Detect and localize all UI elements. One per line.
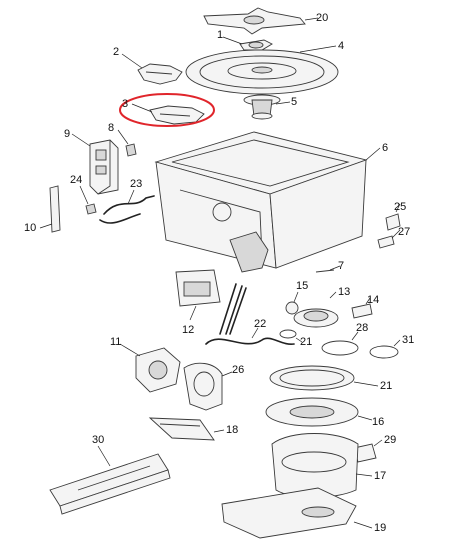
callout-16: 16 — [372, 416, 385, 428]
callout-21-large: 21 — [380, 380, 393, 392]
part-25-plate — [385, 203, 401, 231]
callout-1: 1 — [217, 29, 224, 41]
callout-19: 19 — [374, 522, 387, 534]
part-21-small-ring — [279, 329, 303, 343]
part-15-knob — [285, 291, 299, 315]
part-22-harness — [205, 327, 295, 345]
part-14-bracket — [351, 297, 373, 319]
part-4-top-plate — [185, 45, 339, 95]
part-6-tub — [154, 131, 381, 273]
part-17-base-pan — [271, 433, 373, 498]
part-26-housing — [183, 362, 233, 411]
part-29-clip — [353, 439, 383, 463]
part-5-pump-hub — [243, 94, 291, 120]
callout-30: 30 — [92, 434, 105, 446]
part-1-hub-bracket — [222, 36, 273, 51]
part-12-control-board — [175, 269, 221, 321]
part-21-large-ring — [269, 365, 379, 391]
part-2-handle — [121, 53, 183, 85]
callout-24: 24 — [70, 174, 83, 186]
part-31-ring — [369, 339, 401, 359]
callout-10: 10 — [24, 222, 37, 234]
part-24-fastener — [79, 185, 97, 215]
part-3-handle — [119, 93, 215, 127]
callout-21-small: 21 — [300, 336, 313, 348]
part-16-plate — [265, 397, 373, 427]
part-3-highlight-ring — [119, 93, 215, 127]
callout-26: 26 — [232, 364, 245, 376]
callout-17: 17 — [374, 470, 387, 482]
part-30-base-frame — [49, 445, 171, 515]
callout-3: 3 — [122, 98, 129, 110]
callout-8: 8 — [108, 122, 115, 134]
callout-11: 11 — [110, 336, 122, 348]
part-9-control-box — [71, 133, 119, 195]
part-13-pump — [293, 291, 339, 328]
part-19-base-tray — [221, 487, 373, 539]
callout-14: 14 — [367, 294, 380, 306]
callout-29: 29 — [384, 434, 397, 446]
callout-31: 31 — [402, 334, 415, 346]
callout-2: 2 — [113, 46, 120, 58]
callout-18: 18 — [226, 424, 239, 436]
callout-25: 25 — [394, 201, 407, 213]
part-11-motor — [119, 343, 181, 393]
callout-15: 15 — [296, 280, 309, 292]
callout-13: 13 — [338, 286, 351, 298]
part-8-clip — [117, 129, 137, 157]
part-27-bracket — [377, 229, 401, 249]
part-18-bracket — [148, 417, 225, 441]
callout-12: 12 — [182, 324, 195, 336]
part-10-bracket — [39, 185, 61, 233]
part-7-rod — [315, 265, 341, 273]
callout-9: 9 — [64, 128, 71, 140]
part-20-upper-spray-arm — [203, 7, 319, 35]
callout-20: 20 — [316, 12, 329, 24]
callout-27: 27 — [398, 226, 411, 238]
callout-5: 5 — [291, 96, 298, 108]
callout-28: 28 — [356, 322, 369, 334]
callout-22: 22 — [254, 318, 267, 330]
part-28-ring — [321, 331, 359, 356]
cable-bundle — [219, 283, 247, 335]
part-23-wire-harness — [99, 189, 155, 224]
callout-6: 6 — [382, 142, 389, 154]
callout-23: 23 — [130, 178, 143, 190]
callout-4: 4 — [338, 40, 345, 52]
callout-7: 7 — [338, 260, 345, 272]
